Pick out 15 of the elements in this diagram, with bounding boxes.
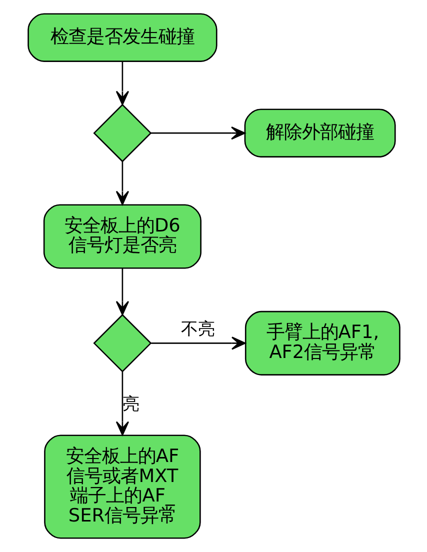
edge-label: 亮 [122,394,140,415]
arrow [115,161,129,206]
arrow [150,126,245,140]
node-box: 安全板上的D6信号灯是否亮 [42,204,201,269]
arrow [115,372,129,436]
node-box: 手臂上的AF1,AF2信号异常 [244,310,400,376]
arrow [115,61,129,106]
node-box: 检查是否发生碰撞 [27,13,217,62]
node-box: 解除外部碰撞 [244,108,396,158]
edge-label: 不亮 [180,319,215,340]
arrow [150,336,246,350]
node-diamond [92,104,152,162]
node-box: 安全板上的AF信号或者MXT端子上的AF_SER信号异常 [44,434,200,539]
arrow [115,268,129,316]
node-diamond [92,314,152,372]
